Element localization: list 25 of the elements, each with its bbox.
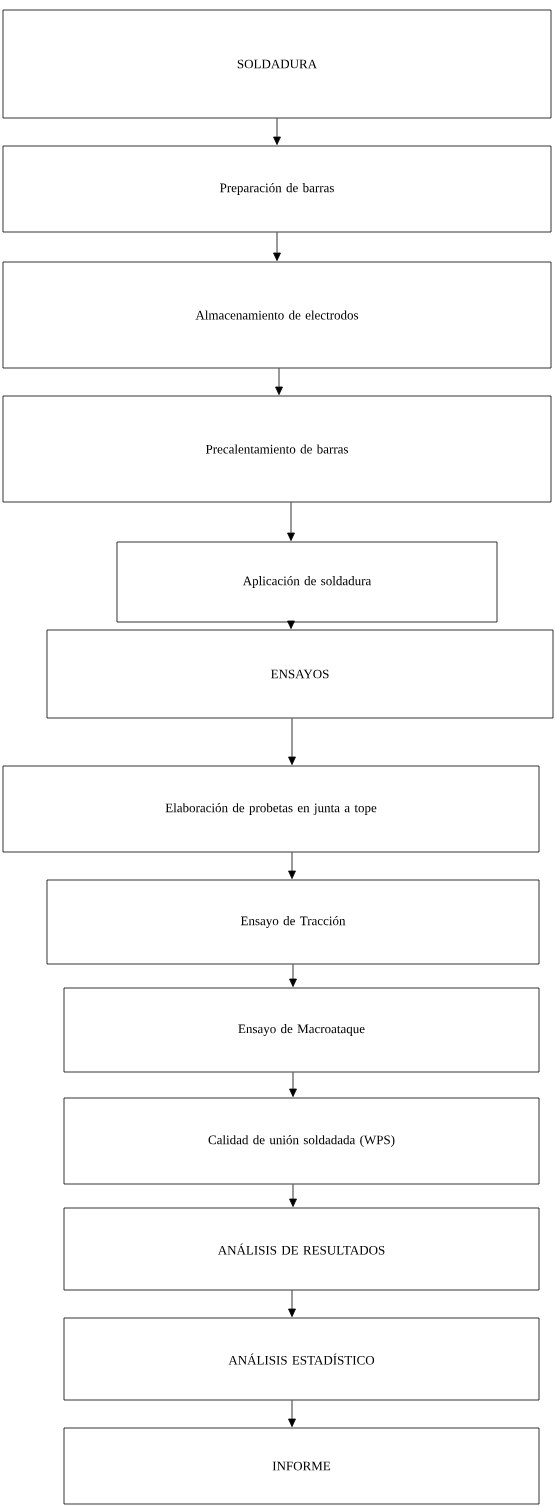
process-box: Ensayo de Tracción: [46, 879, 540, 965]
arrow: [273, 118, 281, 145]
process-box: ANÁLISIS DE RESULTADOS: [63, 1207, 540, 1291]
arrow: [288, 1400, 296, 1428]
arrow: [273, 232, 281, 261]
arrow: [288, 1290, 296, 1318]
arrow: [275, 368, 283, 395]
process-box: SOLDADURA: [2, 9, 552, 119]
process-box: ANÁLISIS ESTADÍSTICO: [63, 1317, 540, 1401]
process-box: Ensayo de Macroataque: [63, 987, 540, 1073]
process-box: Precalentamiento de barras: [2, 395, 552, 503]
arrow: [289, 1072, 297, 1097]
arrow: [288, 718, 296, 765]
process-box: Almacenamiento de electrodos: [2, 261, 552, 369]
arrow: [289, 1184, 297, 1207]
process-box: ENSAYOS: [46, 629, 554, 719]
process-box: Calidad de unión soldadada (WPS): [63, 1097, 540, 1185]
arrow: [288, 852, 296, 879]
process-box: Aplicación de soldadura: [116, 541, 498, 623]
process-box: INFORME: [63, 1427, 540, 1505]
arrow: [287, 620, 295, 629]
arrow: [287, 502, 295, 541]
arrow: [289, 964, 297, 987]
process-box: Elaboración de probetas en junta a tope: [2, 765, 540, 853]
process-box: Preparación de barras: [2, 145, 552, 233]
